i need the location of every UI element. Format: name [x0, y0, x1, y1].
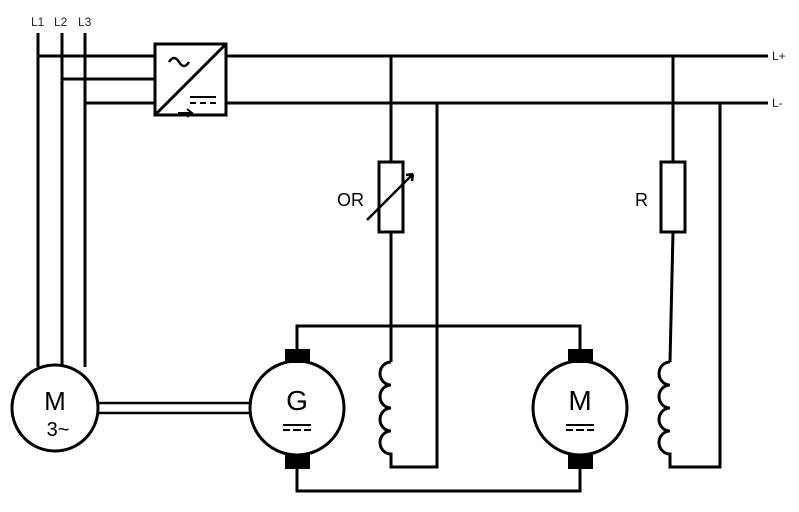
phase-label-l1: L1 — [31, 15, 45, 29]
generator-letter: G — [286, 385, 308, 416]
motor-field-circuit — [657, 56, 722, 469]
rectifier-converter — [153, 42, 228, 118]
ac-motor: M 3~ — [10, 363, 100, 453]
three-phase-lines — [36, 33, 155, 367]
shaft-coupling — [98, 401, 250, 415]
dc-bus — [226, 54, 768, 105]
field-regulator-label: OR — [337, 190, 364, 210]
generator-field-coil — [378, 103, 439, 469]
dc-motor: M — [531, 349, 629, 469]
bus-label-negative: L- — [772, 96, 783, 110]
motor-field-coil — [657, 103, 722, 469]
phase-label-l3: L3 — [78, 15, 92, 29]
ac-motor-letter: M — [44, 386, 66, 416]
phase-label-l2: L2 — [54, 15, 68, 29]
ac-symbol-icon — [167, 56, 191, 68]
bus-label-positive: L+ — [772, 49, 786, 63]
dc-symbol-icon — [190, 96, 216, 104]
dc-generator: G — [248, 349, 346, 469]
ac-motor-phase-label: 3~ — [47, 419, 70, 441]
generator-field-circuit — [366, 56, 439, 469]
dc-motor-letter: M — [568, 385, 591, 416]
resistor-label: R — [635, 190, 648, 210]
